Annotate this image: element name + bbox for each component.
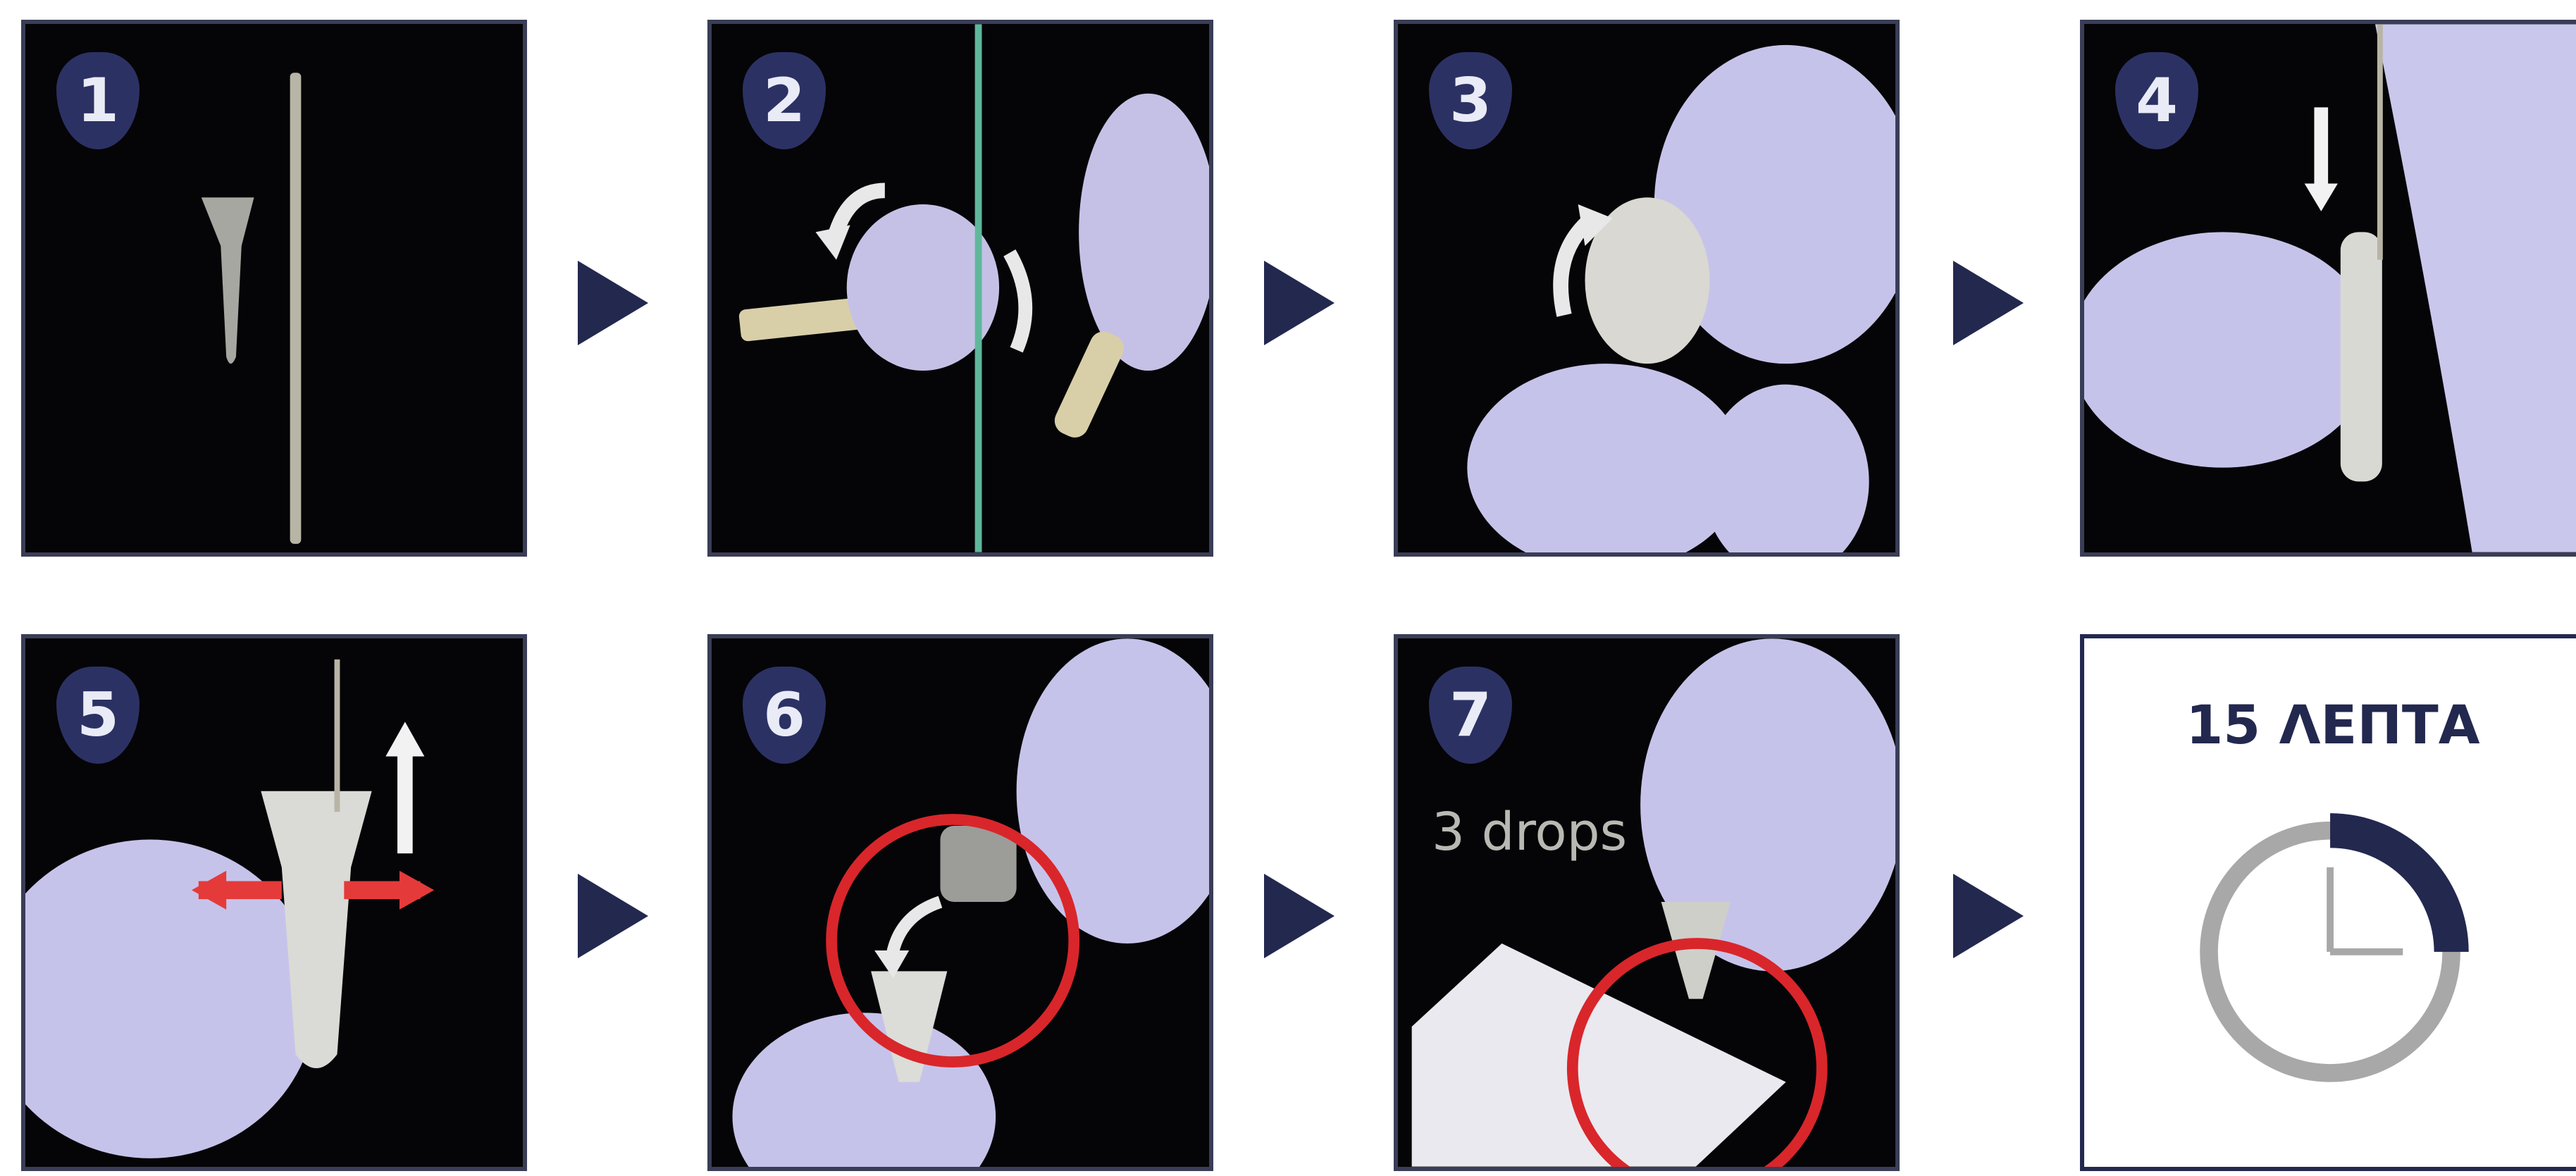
step-panel-5: 5 (21, 634, 527, 1171)
step-arrow-icon (1264, 261, 1335, 345)
step-arrow-icon (1264, 874, 1335, 958)
step-panel-2: 2 (707, 20, 1213, 557)
clock-icon (2084, 638, 2576, 1167)
step-arrow-icon (578, 261, 648, 345)
drops-caption: 3 drops (1432, 802, 1627, 862)
step-arrow-icon (1953, 261, 2024, 345)
step-panel-6: 6 (707, 634, 1213, 1171)
step-panel-4: 4 (2080, 20, 2576, 557)
step-panel-1: 1 (21, 20, 527, 557)
timer-progress-arc (2330, 813, 2469, 952)
step-panel-7: 7 3 drops (1394, 634, 1900, 1171)
step-panel-3: 3 (1394, 20, 1900, 557)
wait-timer-panel: 15 ΛΕΠΤΑ (2080, 634, 2576, 1171)
step-arrow-icon (1953, 874, 2024, 958)
step-arrow-icon (578, 874, 648, 958)
